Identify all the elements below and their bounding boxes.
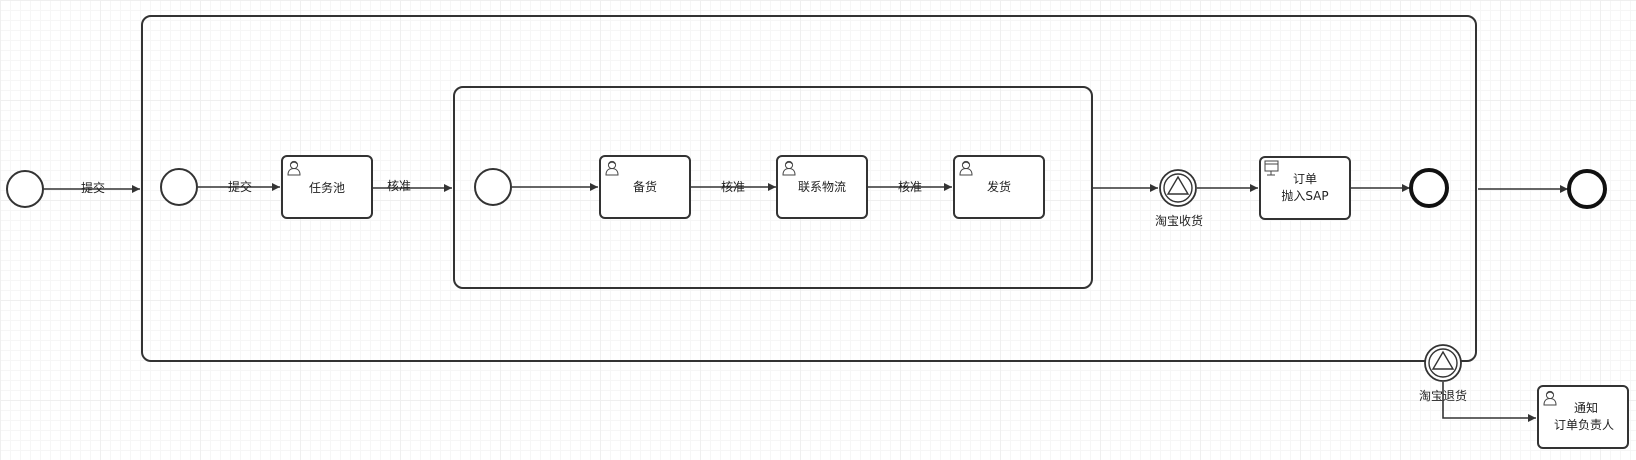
outer-subprocess[interactable] bbox=[141, 15, 1477, 362]
task-label: 任务池 bbox=[309, 180, 345, 195]
task-contact-logistics[interactable]: 联系物流 bbox=[776, 155, 868, 219]
task-label: 备货 bbox=[633, 179, 657, 194]
flow-label-submit-outer: 提交 bbox=[81, 180, 105, 195]
boundary-event-taobao-return[interactable] bbox=[1424, 344, 1462, 382]
task-order-to-sap[interactable]: 订单 抛入SAP bbox=[1259, 156, 1351, 220]
task-label: 发货 bbox=[987, 179, 1011, 194]
task-label-line2: 订单负责人 bbox=[1554, 418, 1614, 432]
inner-start-event[interactable] bbox=[474, 168, 512, 206]
signal-triangle-icon bbox=[1166, 175, 1190, 195]
outer-start-event[interactable] bbox=[6, 170, 44, 208]
flow-label-approve-3: 核准 bbox=[898, 180, 922, 194]
task-label: 联系物流 bbox=[798, 180, 846, 194]
task-label-line1: 通知 bbox=[1574, 401, 1598, 415]
boundary-event-taobao-received[interactable] bbox=[1159, 169, 1197, 207]
flow-return-to-notify[interactable] bbox=[1442, 382, 1536, 422]
event-label-taobao-received: 淘宝收货 bbox=[1155, 213, 1203, 228]
outer-end-event[interactable] bbox=[1567, 169, 1607, 209]
inner-subprocess[interactable] bbox=[453, 86, 1093, 289]
signal-triangle-icon bbox=[1431, 350, 1455, 370]
task-task-pool[interactable]: 任务池 bbox=[281, 155, 373, 219]
task-notify-order-owner[interactable]: 通知 订单负责人 bbox=[1537, 385, 1629, 449]
task-label-line1: 订单 bbox=[1293, 172, 1317, 186]
task-ship[interactable]: 发货 bbox=[953, 155, 1045, 219]
service-icon bbox=[1264, 160, 1279, 176]
subprocess-start-event[interactable] bbox=[160, 168, 198, 206]
task-prepare-goods[interactable]: 备货 bbox=[599, 155, 691, 219]
task-label-line2: 抛入SAP bbox=[1281, 188, 1328, 203]
subprocess-end-event[interactable] bbox=[1409, 168, 1449, 208]
flow-label-approve-1: 核准 bbox=[387, 179, 411, 193]
event-label-taobao-return: 淘宝退货 bbox=[1419, 388, 1467, 403]
flow-label-approve-2: 核准 bbox=[721, 180, 745, 194]
flow-label-submit-inner: 提交 bbox=[228, 179, 252, 194]
